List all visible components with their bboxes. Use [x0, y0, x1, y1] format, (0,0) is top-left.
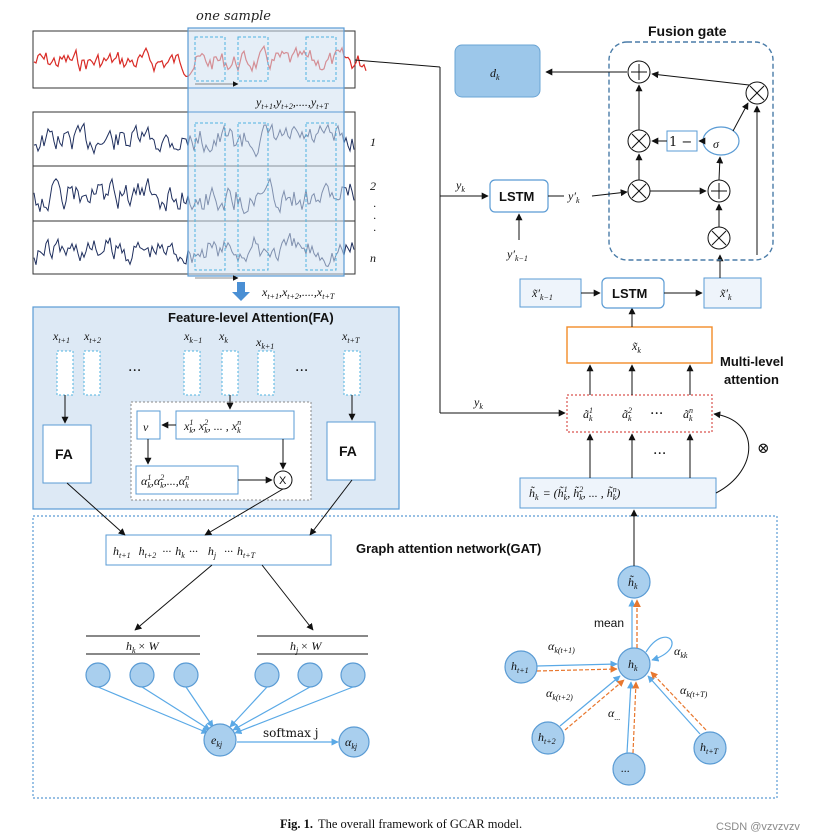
attention-graph: h̃k hk ht+1 ht+2 ... ht+T mean αkk: [504, 565, 727, 786]
softmax-label: softmax j: [263, 726, 318, 740]
fusion-gate: Fusion gate dk 1 − σ: [454, 23, 774, 261]
fa-x-tT: xt+T: [341, 329, 360, 345]
time-series-panel: one sample yt+1,yt+2,....,yt+T 1 2 · · ·…: [32, 9, 376, 301]
neuron-node: [129, 662, 155, 688]
a-tilde-dots: ···: [650, 406, 663, 422]
neuron-node: [297, 662, 323, 688]
fa-box-right: FA: [339, 443, 357, 459]
x-tilde-prime-k: x̃′k: [719, 286, 732, 302]
lstm-blocks: yk LSTM y′k−1 y′k x̃′k−1 LSTM x̃′k: [354, 59, 762, 309]
fusion-gate-title: Fusion gate: [648, 23, 727, 39]
otimes-icon: ⊗: [757, 439, 770, 457]
neuron-node: [254, 662, 280, 688]
alpha-kt1-label: αk(t+1): [548, 639, 575, 655]
h-dots-node: [612, 752, 646, 786]
lstm-bottom-label: LSTM: [612, 286, 647, 301]
down-arrow-icon: [232, 282, 250, 301]
h-t2-node-label: ht+2: [538, 730, 556, 746]
h-tilde-k-node-label: h̃k: [628, 575, 638, 591]
h-t1-node: [504, 650, 538, 684]
series-index-dot-2: ·: [373, 211, 376, 225]
fa-dots-left: ···: [128, 363, 141, 379]
series-index-2: 2: [370, 179, 376, 193]
alpha-kj-label: αkj: [345, 735, 358, 751]
feature-attention-panel: Feature-level Attention(FA) xt+1 xt+2 xk…: [32, 306, 400, 510]
hk-times-w: hk× W: [126, 639, 160, 655]
fa-multiply-icon: X: [279, 475, 287, 487]
mla-title-2: attention: [724, 372, 779, 387]
mla-vdots: ···: [653, 446, 666, 462]
yk-label-mla: yk: [473, 395, 483, 411]
h-k-node: [617, 647, 651, 681]
h-t2-node: [531, 721, 565, 755]
neuron-node: [85, 662, 111, 688]
alpha-kk-label: αkk: [674, 644, 688, 660]
one-minus-label: 1 −: [669, 135, 692, 150]
alpha-kj-node: [338, 726, 370, 758]
h-k-node-label: hk: [628, 657, 638, 673]
fa-x-k: xk: [218, 329, 228, 345]
alpha-ktT-label: αk(t+T): [680, 683, 708, 699]
y-seq-label: yt+1,yt+2,....,yt+T: [255, 95, 329, 111]
neuron-node: [340, 662, 366, 688]
neuron-node: [173, 662, 199, 688]
one-sample-window: [187, 27, 345, 277]
mean-label: mean: [594, 616, 624, 630]
yk-label-lstm: yk: [455, 178, 465, 194]
e-kj-node: [203, 723, 237, 757]
series-index-dot-3: ·: [373, 223, 376, 237]
lstm-top-label: LSTM: [499, 189, 534, 204]
fa-dots-right: ···: [295, 363, 308, 379]
dk-label: dk: [490, 66, 500, 82]
h-tT-node: [693, 731, 727, 765]
one-sample-label: one sample: [196, 9, 271, 24]
fa-title: Feature-level Attention(FA): [168, 310, 334, 325]
fa-x-km1: xk−1: [183, 329, 202, 345]
figure-caption: Fig. 1.The overall framework of GCAR mod…: [280, 817, 522, 831]
x-tilde-k: x̃k: [631, 339, 641, 355]
fa-box-left: FA: [55, 446, 73, 462]
series-index-1: 1: [370, 135, 376, 149]
alpha-kt2-label: αk(t+2): [546, 686, 573, 702]
fa-x-t2: xt+2: [83, 329, 101, 345]
gat-title: Graph attention network(GAT): [356, 541, 541, 556]
fa-v: v: [143, 420, 149, 434]
sigma-label: σ: [713, 137, 720, 151]
fa-x-t1: xt+1: [52, 329, 70, 345]
series-index-n: n: [370, 251, 376, 265]
h-tT-node-label: ht+T: [700, 740, 719, 756]
y-prime-km1: y′k−1: [506, 247, 528, 263]
e-kj-label: ekj: [211, 733, 223, 749]
alpha-dots-label: α...: [608, 706, 620, 722]
h-dots-node-label: ...: [621, 761, 630, 775]
hj-times-w: hj× W: [290, 639, 322, 655]
series-index-dot-1: ·: [373, 199, 376, 213]
mla-title-1: Multi-level: [720, 354, 784, 369]
watermark: CSDN @vzvzvzv: [716, 821, 800, 833]
h-t1-node-label: ht+1: [511, 659, 529, 675]
x-seq-label: xt+1,xt+2,....,xt+T: [261, 285, 335, 301]
fa-x-kp1: xk+1: [255, 335, 274, 351]
x-tilde-prime-km1: x̃′k−1: [531, 286, 553, 302]
y-prime-k: y′k: [567, 189, 580, 205]
